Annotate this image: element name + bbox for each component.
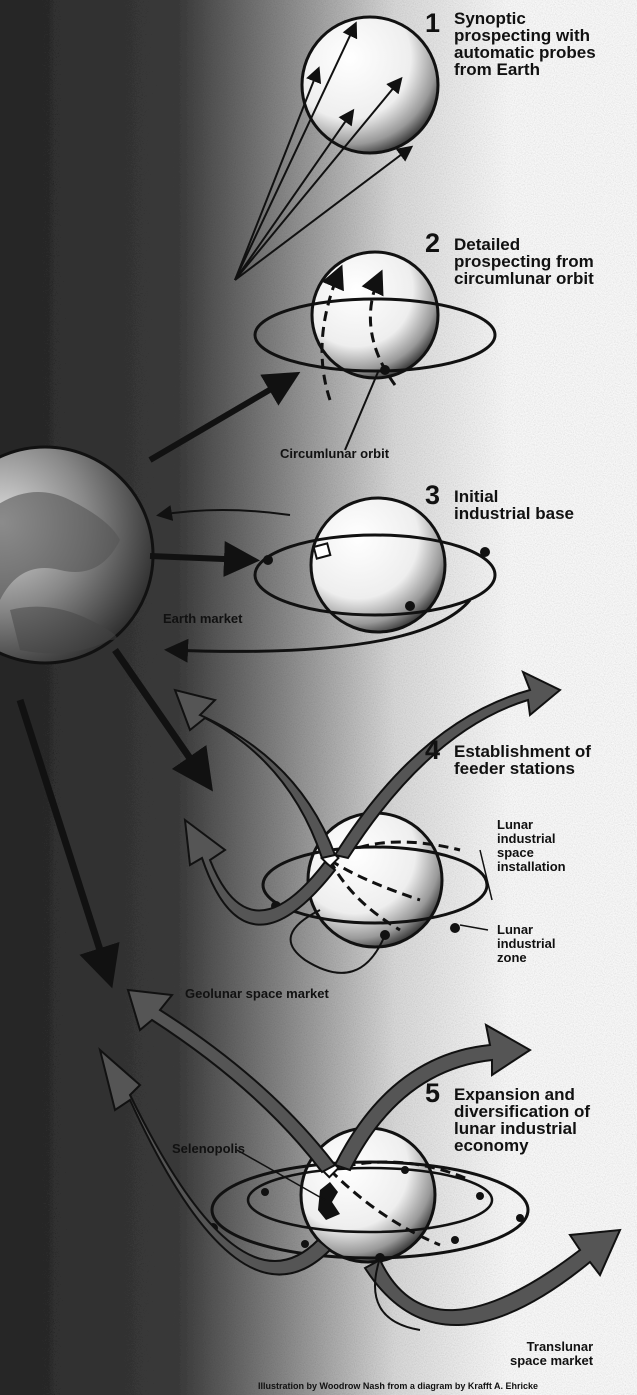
- circumlunar-orbit-label: Circumlunar orbit: [280, 447, 389, 461]
- stage-1-moon: [302, 17, 438, 153]
- stage-3-number: 3: [425, 482, 440, 509]
- lunar-industrial-space-installation-label: Lunar industrial space installation: [497, 818, 566, 874]
- earth-to-stage-3-arrow: [150, 556, 248, 560]
- lunar-industrial-zone-label: Lunar industrial zone: [497, 923, 556, 965]
- stage-1-number: 1: [425, 10, 440, 37]
- stage-2-number: 2: [425, 230, 440, 257]
- stage-2-title: Detailed prospecting from circumlunar or…: [454, 236, 594, 287]
- stage-5-title: Expansion and diversification of lunar i…: [454, 1086, 590, 1154]
- geolunar-space-market-label: Geolunar space market: [185, 987, 329, 1001]
- translunar-space-market-label: Translunar space market: [510, 1340, 593, 1368]
- illustration-credit: Illustration by Woodrow Nash from a diag…: [258, 1381, 538, 1391]
- selenopolis-label: Selenopolis: [172, 1142, 245, 1156]
- stage-1-title: Synoptic prospecting with automatic prob…: [454, 10, 596, 78]
- stage-4-number: 4: [425, 737, 440, 764]
- stage-4-title: Establishment of feeder stations: [454, 743, 591, 777]
- stage-5-number: 5: [425, 1080, 440, 1107]
- stage-3-title: Initial industrial base: [454, 488, 574, 522]
- earth-market-label: Earth market: [163, 612, 242, 626]
